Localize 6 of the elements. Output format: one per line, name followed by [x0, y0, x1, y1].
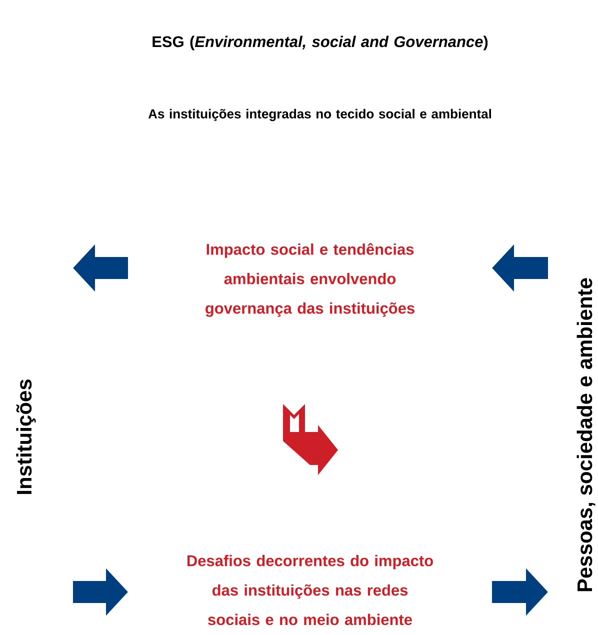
subtitle: As instituições integradas no tecido social e ambiental: [148, 108, 492, 122]
side-label: Pessoas, sociedade e ambiente: [576, 278, 596, 592]
side-label: Instituições: [16, 380, 36, 494]
title: ESG (Environmental, social and Governance): [152, 36, 488, 50]
statement-text: Impacto social e tendências ambientais envolvendo governança das instituições: [206, 243, 414, 317]
statement-text: Desafios decorrentes do impacto das instituições nas redes sociais e no meio ambiente: [187, 554, 433, 626]
